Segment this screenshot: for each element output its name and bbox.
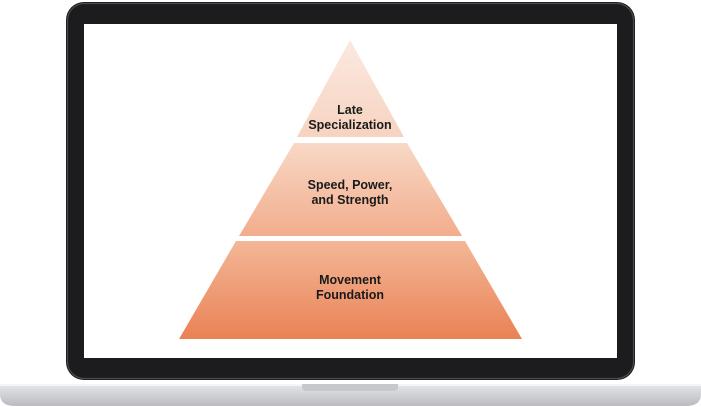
pyramid-tier-bottom (179, 241, 522, 339)
laptop-base (0, 384, 701, 406)
pyramid-tier-top (297, 40, 404, 137)
laptop-notch (302, 384, 398, 391)
laptop-bezel-edge (66, 2, 635, 380)
pyramid-tier-middle (239, 143, 462, 236)
